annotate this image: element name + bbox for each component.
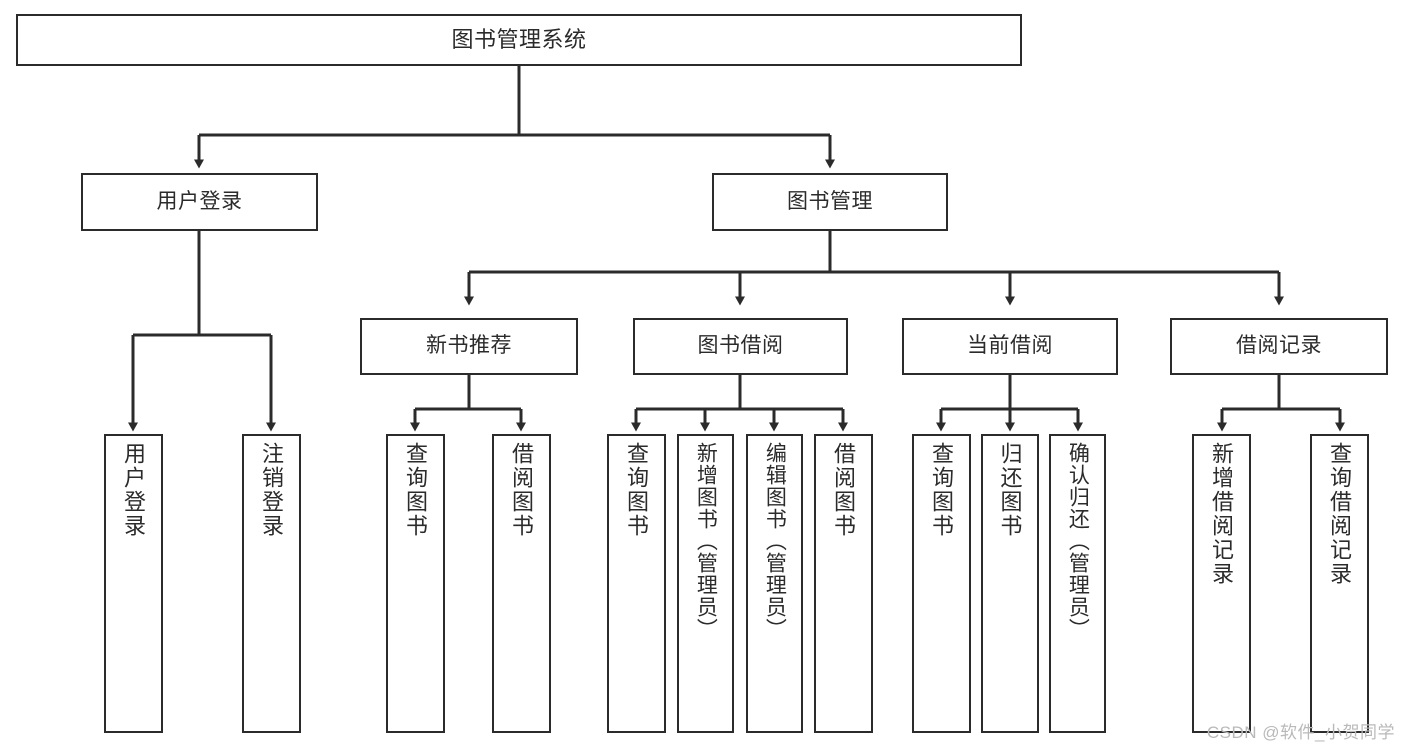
node-leaf-add-record[interactable]: 新增借阅记录 xyxy=(1192,434,1251,733)
node-book-manage[interactable]: 图书管理 xyxy=(712,173,948,231)
node-leaf-logout-label: 注销登录 xyxy=(259,442,285,538)
node-current-borrow-label: 当前借阅 xyxy=(967,334,1053,358)
node-leaf-edit-book-label: 编辑图书（管理员） xyxy=(763,442,787,640)
node-leaf-borrow-book-2-label: 借阅图书 xyxy=(831,442,857,538)
node-leaf-return-book[interactable]: 归还图书 xyxy=(981,434,1039,733)
node-leaf-user-login[interactable]: 用户登录 xyxy=(104,434,163,733)
node-leaf-edit-book[interactable]: 编辑图书（管理员） xyxy=(746,434,803,733)
node-user-login-label: 用户登录 xyxy=(156,189,243,213)
node-root[interactable]: 图书管理系统 xyxy=(16,14,1022,66)
node-current-borrow[interactable]: 当前借阅 xyxy=(902,318,1118,375)
node-leaf-return-book-label: 归还图书 xyxy=(997,442,1023,538)
node-leaf-add-book[interactable]: 新增图书（管理员） xyxy=(677,434,734,733)
node-leaf-borrow-book-1[interactable]: 借阅图书 xyxy=(492,434,551,733)
node-leaf-query-book-3-label: 查询图书 xyxy=(929,442,955,538)
node-leaf-query-record[interactable]: 查询借阅记录 xyxy=(1310,434,1369,733)
node-leaf-query-record-label: 查询借阅记录 xyxy=(1327,442,1353,586)
node-new-book-rec-label: 新书推荐 xyxy=(426,334,512,358)
node-book-borrow-label: 图书借阅 xyxy=(697,334,784,358)
node-leaf-query-book-2[interactable]: 查询图书 xyxy=(607,434,666,733)
node-borrow-record-label: 借阅记录 xyxy=(1236,334,1322,358)
node-borrow-record[interactable]: 借阅记录 xyxy=(1170,318,1388,375)
node-leaf-confirm-return-label: 确认归还（管理员） xyxy=(1066,442,1090,640)
node-leaf-add-book-label: 新增图书（管理员） xyxy=(694,442,718,640)
node-leaf-borrow-book-1-label: 借阅图书 xyxy=(509,442,535,538)
node-leaf-borrow-book-2[interactable]: 借阅图书 xyxy=(814,434,873,733)
csdn-watermark: CSDN @软件_小贺同学 xyxy=(1206,723,1395,742)
node-leaf-query-book-1[interactable]: 查询图书 xyxy=(386,434,445,733)
node-leaf-confirm-return[interactable]: 确认归还（管理员） xyxy=(1049,434,1106,733)
node-leaf-query-book-1-label: 查询图书 xyxy=(403,442,429,538)
node-root-label: 图书管理系统 xyxy=(451,27,587,53)
node-user-login[interactable]: 用户登录 xyxy=(81,173,318,231)
node-leaf-logout[interactable]: 注销登录 xyxy=(242,434,301,733)
node-new-book-rec[interactable]: 新书推荐 xyxy=(360,318,578,375)
node-leaf-query-book-2-label: 查询图书 xyxy=(624,442,650,538)
node-leaf-add-record-label: 新增借阅记录 xyxy=(1209,442,1235,586)
node-leaf-query-book-3[interactable]: 查询图书 xyxy=(912,434,971,733)
node-leaf-user-login-label: 用户登录 xyxy=(121,442,147,538)
node-book-borrow[interactable]: 图书借阅 xyxy=(633,318,848,375)
node-book-manage-label: 图书管理 xyxy=(787,189,873,213)
